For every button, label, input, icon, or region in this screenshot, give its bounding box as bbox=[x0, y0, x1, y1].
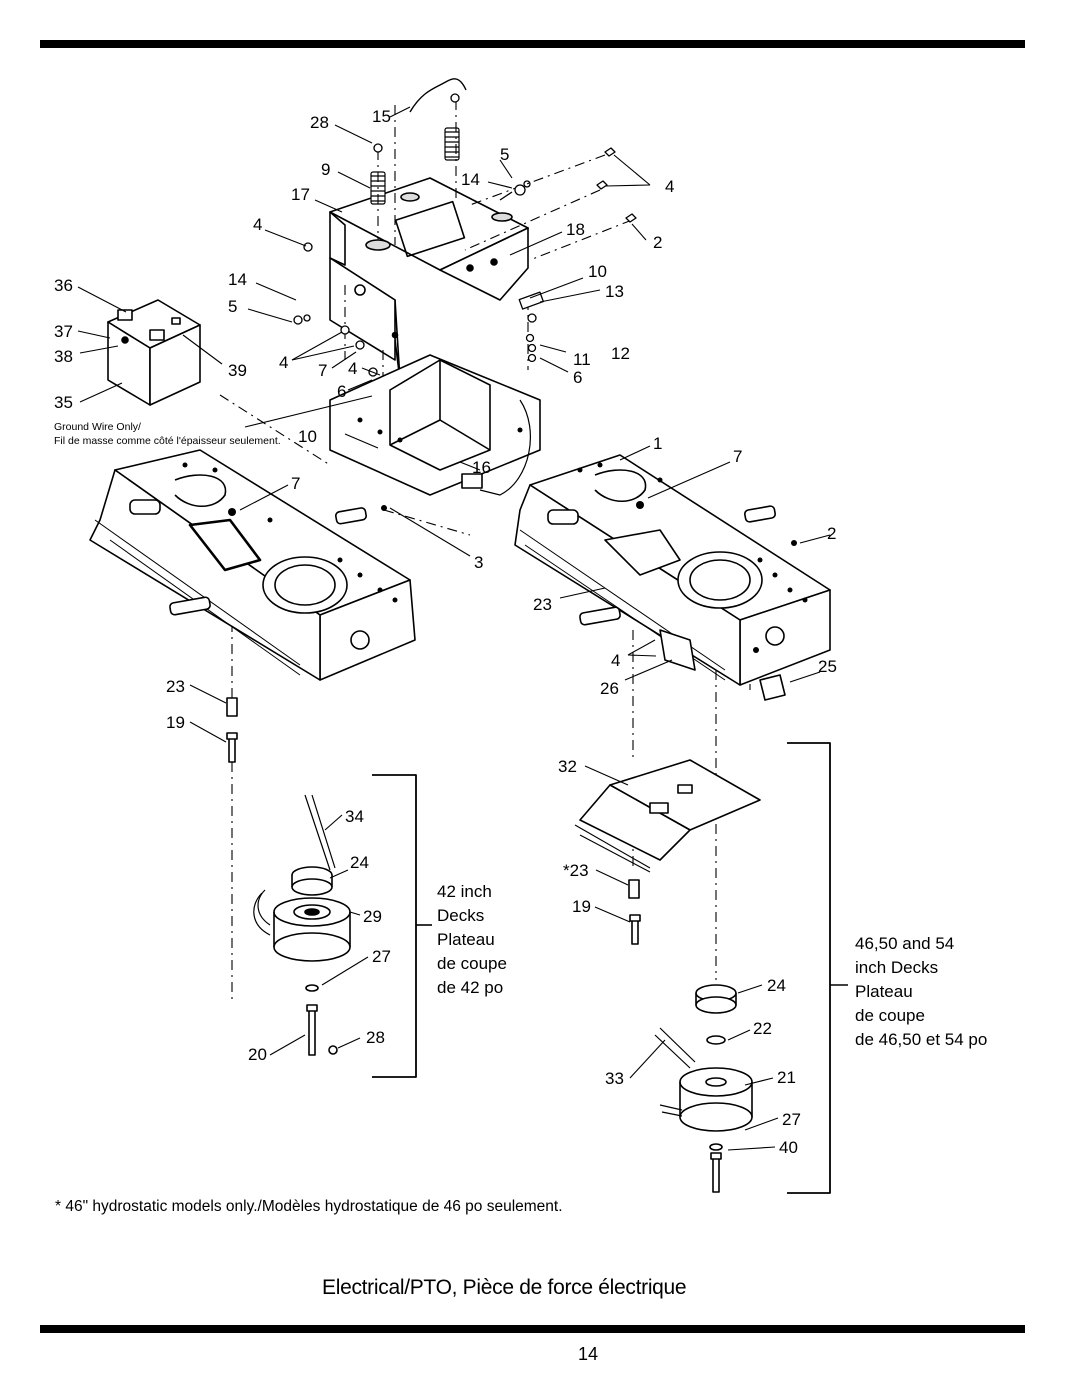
callout-34: 34 bbox=[345, 807, 364, 826]
frame-holes-drawing bbox=[182, 417, 808, 653]
callout-22: 22 bbox=[753, 1019, 772, 1038]
callout-28: 28 bbox=[310, 113, 329, 132]
callout-32: 32 bbox=[558, 757, 577, 776]
clutch-42-drawing bbox=[253, 794, 351, 1056]
leader-lines bbox=[77, 106, 831, 1151]
callout-11: 11 bbox=[573, 350, 591, 369]
callout-9: 9 bbox=[321, 160, 330, 179]
callout-15: 15 bbox=[372, 107, 391, 126]
pin-right-drawing bbox=[628, 879, 641, 945]
callout-17: 17 bbox=[291, 185, 310, 204]
deck-46-54-line-1: 46,50 and 54 bbox=[855, 934, 955, 953]
callout-10: 10 bbox=[588, 262, 607, 281]
callout-7: 7 bbox=[318, 361, 327, 380]
callout-4: 4 bbox=[348, 359, 357, 378]
callout-27: 27 bbox=[782, 1110, 801, 1129]
seat-bracket-drawing bbox=[329, 177, 529, 381]
group-46-54-bracket bbox=[787, 742, 831, 1194]
deck-42-line-1: 42 inch bbox=[437, 882, 492, 901]
callout-star-23: *23 bbox=[563, 861, 589, 880]
wire-drawing bbox=[409, 78, 467, 113]
callout-10: 10 bbox=[298, 427, 317, 446]
hardware-drawing bbox=[293, 93, 637, 408]
callout-4: 4 bbox=[279, 353, 288, 372]
battery-note-line-2: Fil de masse comme côté l'épaisseur seul… bbox=[54, 435, 281, 447]
callout-6: 6 bbox=[573, 368, 582, 387]
callout-14: 14 bbox=[461, 170, 480, 189]
battery-note-line-1: Ground Wire Only/ bbox=[54, 421, 141, 433]
page-title: Electrical/PTO, Pièce de force électriqu… bbox=[322, 1276, 687, 1299]
callout-4: 4 bbox=[253, 215, 262, 234]
callout-38: 38 bbox=[54, 347, 73, 366]
clutch-46-54-drawing bbox=[654, 984, 753, 1193]
callout-21: 21 bbox=[777, 1068, 796, 1087]
callout-24: 24 bbox=[350, 853, 369, 872]
chassis-drawing bbox=[89, 354, 831, 701]
callout-25: 25 bbox=[818, 657, 837, 676]
deck-42-line-5: de 42 po bbox=[437, 978, 504, 997]
callout-4: 4 bbox=[665, 177, 674, 196]
battery-drawing bbox=[107, 299, 201, 406]
callout-7: 7 bbox=[291, 474, 300, 493]
deck-42-line-2: Decks bbox=[437, 906, 485, 925]
callout-3: 3 bbox=[474, 553, 483, 572]
callout-14: 14 bbox=[228, 270, 247, 289]
deck-46-54-line-2: inch Decks bbox=[855, 958, 939, 977]
callout-12: 12 bbox=[611, 344, 630, 363]
callout-39: 39 bbox=[228, 361, 247, 380]
callout-29: 29 bbox=[363, 907, 382, 926]
callout-23: 23 bbox=[166, 677, 185, 696]
deck-46-54-line-3: Plateau bbox=[855, 982, 913, 1001]
callout-33: 33 bbox=[605, 1069, 624, 1088]
callout-26: 26 bbox=[600, 679, 619, 698]
bottom-rule bbox=[40, 1325, 1025, 1333]
callout-13: 13 bbox=[605, 282, 624, 301]
callout-1: 1 bbox=[653, 434, 662, 453]
callout-16: 16 bbox=[472, 458, 491, 477]
callout-20: 20 bbox=[248, 1045, 267, 1064]
callout-36: 36 bbox=[54, 276, 73, 295]
callout-5: 5 bbox=[228, 297, 237, 316]
callout-19: 19 bbox=[166, 713, 185, 732]
clutch-plate-drawing bbox=[574, 759, 761, 873]
callout-18: 18 bbox=[566, 220, 585, 239]
callout-23: 23 bbox=[533, 595, 552, 614]
callout-27: 27 bbox=[372, 947, 391, 966]
callout-37: 37 bbox=[54, 322, 73, 341]
deck-42-line-4: de coupe bbox=[437, 954, 507, 973]
top-rule bbox=[40, 40, 1025, 48]
deck-46-54-line-4: de coupe bbox=[855, 1006, 925, 1025]
callout-2: 2 bbox=[827, 524, 836, 543]
deck-42-line-3: Plateau bbox=[437, 930, 495, 949]
callout-5: 5 bbox=[500, 145, 509, 164]
group-42-bracket bbox=[372, 774, 417, 1078]
callout-28: 28 bbox=[366, 1028, 385, 1047]
callout-7: 7 bbox=[733, 447, 742, 466]
callout-6: 6 bbox=[337, 382, 346, 401]
footnote: * 46" hydrostatic models only./Modèles h… bbox=[55, 1198, 563, 1215]
callout-19: 19 bbox=[572, 897, 591, 916]
callout-24: 24 bbox=[767, 976, 786, 995]
callout-35: 35 bbox=[54, 393, 73, 412]
pin-left-drawing bbox=[226, 697, 238, 763]
callout-2: 2 bbox=[653, 233, 662, 252]
callout-4: 4 bbox=[611, 651, 620, 670]
deck-46-54-line-5: de 46,50 et 54 po bbox=[855, 1030, 988, 1049]
callout-40: 40 bbox=[779, 1138, 798, 1157]
deck-46-54-label: 46,50 and 54 inch Decks Plateau de coupe… bbox=[855, 932, 987, 1052]
callout-numbers: 28 15 9 17 5 14 4 18 2 4 10 13 36 14 5 3… bbox=[54, 107, 837, 1157]
page-number: 14 bbox=[578, 1344, 599, 1364]
deck-42-label: 42 inch Decks Plateau de coupe de 42 po bbox=[437, 880, 507, 1000]
